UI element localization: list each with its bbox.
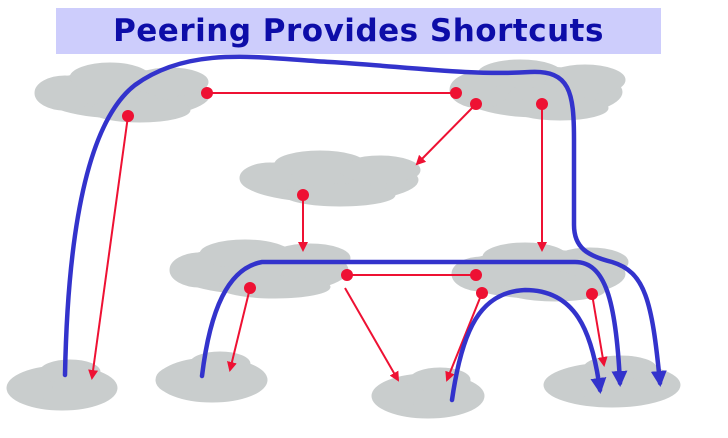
title-banner: Peering Provides Shortcuts [56, 8, 661, 54]
customer-link [415, 103, 477, 166]
shortcut-path-arch [449, 287, 607, 403]
link-endpoint [122, 110, 134, 122]
cloud-stub-2 [155, 351, 268, 403]
customer-link [227, 287, 251, 372]
customer-link [445, 292, 483, 382]
link-endpoint [476, 287, 488, 299]
link-endpoints [122, 87, 598, 300]
cloud-tier2-left [169, 239, 351, 299]
cloud-tier1-right [449, 59, 626, 121]
links-layer [88, 92, 608, 382]
page-title: Peering Provides Shortcuts [113, 13, 604, 49]
link-endpoint [244, 282, 256, 294]
link-endpoint [470, 98, 482, 110]
customer-link [344, 287, 399, 382]
link-endpoint [341, 269, 353, 281]
clouds-layer [6, 59, 681, 419]
cloud-tier2-middle [239, 150, 421, 207]
link-endpoint [201, 87, 213, 99]
cloud-stub-1 [6, 359, 118, 411]
link-endpoint [470, 269, 482, 281]
cloud-stub-3 [371, 367, 485, 419]
cloud-tier1-left [34, 62, 211, 123]
link-endpoint [297, 189, 309, 201]
shortcut-path-middle [199, 259, 628, 387]
customer-link [591, 293, 608, 367]
shortcuts-layer [62, 54, 667, 403]
customer-link [88, 115, 129, 380]
link-endpoint [450, 87, 462, 99]
shortcut-path-top [62, 54, 667, 387]
link-endpoint [536, 98, 548, 110]
link-endpoint [586, 288, 598, 300]
